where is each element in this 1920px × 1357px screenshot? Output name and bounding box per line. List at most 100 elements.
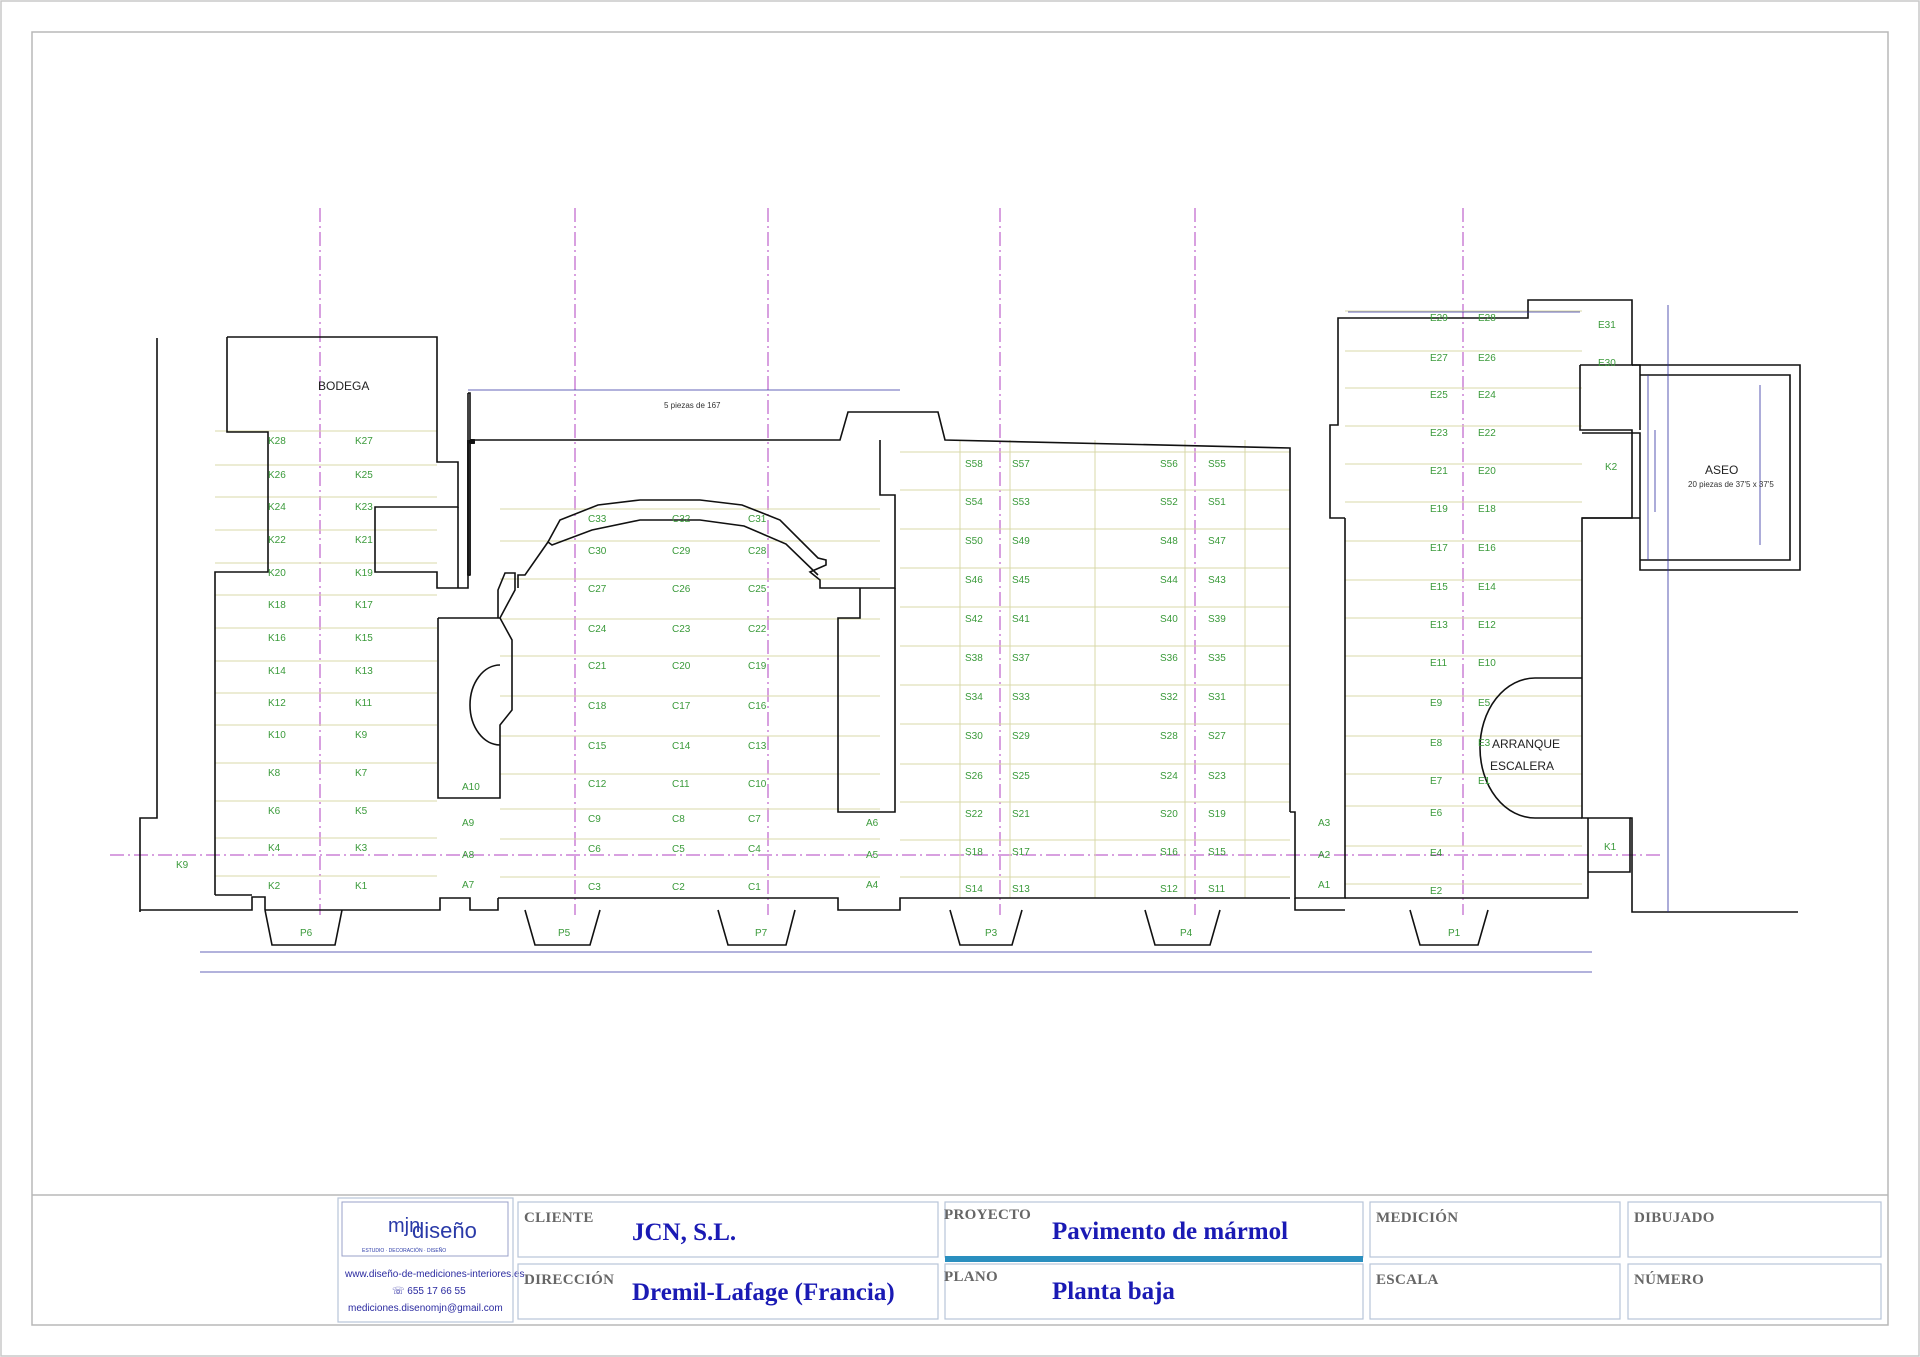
tile-label-c: C16 <box>748 701 767 712</box>
tile-label-c: C22 <box>748 624 767 635</box>
tile-label-a: A5 <box>866 850 879 861</box>
tile-label-c: C31 <box>748 514 767 525</box>
logo-mark: mjn <box>388 1215 420 1237</box>
tile-label-c: C12 <box>588 779 607 790</box>
tile-label-e: E21 <box>1430 466 1448 477</box>
tile-label-c: C29 <box>672 546 691 557</box>
proyecto-value: Pavimento de mármol <box>1052 1218 1288 1245</box>
tile-label-s: S39 <box>1208 614 1226 625</box>
tile-label-s: S21 <box>1012 809 1030 820</box>
tile-label-s: S41 <box>1012 614 1030 625</box>
tile-label-c: C30 <box>588 546 607 557</box>
tile-label-e: E19 <box>1430 504 1448 515</box>
tile-label-k: K24 <box>268 502 286 513</box>
plano-label: PLANO <box>944 1269 998 1285</box>
plano-value: Planta baja <box>1052 1278 1175 1305</box>
tile-label-k: K27 <box>355 436 373 447</box>
room-label-bodega: BODEGA <box>318 379 369 393</box>
tile-label-s: S13 <box>1012 884 1030 895</box>
tile-label-c: C10 <box>748 779 767 790</box>
tile-label-e: E31 <box>1598 320 1616 331</box>
tile-label-e: E30 <box>1598 358 1616 369</box>
tile-label-s: S54 <box>965 497 983 508</box>
proyecto-label: PROYECTO <box>944 1207 1031 1223</box>
walls <box>139 299 1801 946</box>
tile-label-s: S58 <box>965 459 983 470</box>
logo-tagline: ESTUDIO · DECORACIÓN · DISEÑO <box>362 1247 446 1254</box>
tile-label-k: K19 <box>355 568 373 579</box>
tile-label-e: E20 <box>1478 466 1496 477</box>
tile-label-e: E13 <box>1430 620 1448 631</box>
room-labels: BODEGA ASEO 20 piezas de 37'5 x 37'5 ARR… <box>318 379 1774 773</box>
tile-label-s: S23 <box>1208 771 1226 782</box>
dimension-lines <box>200 305 1761 973</box>
tile-label-e: E17 <box>1430 543 1448 554</box>
dimension-note-top: 5 piezas de 167 <box>664 401 721 410</box>
tile-label-s: S46 <box>965 575 983 586</box>
tile-label-s: S52 <box>1160 497 1178 508</box>
tile-label-c: C7 <box>748 814 761 825</box>
tile-label-k: K21 <box>355 535 373 546</box>
tile-label-s: S30 <box>965 731 983 742</box>
tile-label-s: S20 <box>1160 809 1178 820</box>
tile-label-c: C8 <box>672 814 685 825</box>
tile-label-e: E10 <box>1478 658 1496 669</box>
tile-label-c: C18 <box>588 701 607 712</box>
tile-label-e: E22 <box>1478 428 1496 439</box>
tile-label-a: A6 <box>866 818 879 829</box>
tile-label-k: K26 <box>268 470 286 481</box>
tile-label-e: E2 <box>1430 886 1443 897</box>
tile-label-e: E23 <box>1430 428 1448 439</box>
tile-label-s: S40 <box>1160 614 1178 625</box>
escala-label: ESCALA <box>1376 1272 1439 1288</box>
tile-label-e: E29 <box>1430 313 1448 324</box>
tile-label-k: K2 <box>268 881 281 892</box>
room-label-escalera: ESCALERA <box>1490 759 1554 773</box>
tile-label-k: K25 <box>355 470 373 481</box>
tile-label-k: K9 <box>355 730 368 741</box>
tile-label-s: S51 <box>1208 497 1226 508</box>
tile-label-e: E16 <box>1478 543 1496 554</box>
tile-label-s: S43 <box>1208 575 1226 586</box>
axis-lines <box>110 208 1660 915</box>
tile-label-s: S17 <box>1012 847 1030 858</box>
tile-label-c: C2 <box>672 882 685 893</box>
tile-label-c: C23 <box>672 624 691 635</box>
logo-phone: ☏ 655 17 66 55 <box>392 1286 466 1297</box>
tile-label-s: S12 <box>1160 884 1178 895</box>
tile-label-c: C9 <box>588 814 601 825</box>
room-note-aseo: 20 piezas de 37'5 x 37'5 <box>1688 480 1774 489</box>
tile-label-k: K23 <box>355 502 373 513</box>
tile-label-s: S29 <box>1012 731 1030 742</box>
tile-label-k: K10 <box>268 730 286 741</box>
tile-label-c: C13 <box>748 741 767 752</box>
tile-label-s: S42 <box>965 614 983 625</box>
inner-border <box>31 31 1889 1326</box>
tile-label-s: S50 <box>965 536 983 547</box>
tile-label-c: C25 <box>748 584 767 595</box>
tile-label-k: K14 <box>268 666 286 677</box>
tile-label-a: A3 <box>1318 818 1331 829</box>
tile-label-a: A2 <box>1318 850 1331 861</box>
tile-label-c: C19 <box>748 661 767 672</box>
cliente-label: CLIENTE <box>524 1210 594 1226</box>
cliente-value: JCN, S.L. <box>632 1219 736 1246</box>
room-label-arranque: ARRANQUE <box>1492 737 1560 751</box>
tile-label-s: S22 <box>965 809 983 820</box>
logo-web: www.diseño-de-mediciones-interiores.es <box>344 1269 525 1280</box>
tile-label-e: E11 <box>1430 658 1447 669</box>
logo-email: mediciones.disenomjn@gmail.com <box>348 1303 503 1314</box>
tile-label-e: E12 <box>1478 620 1496 631</box>
tile-label-s: S55 <box>1208 459 1226 470</box>
title-block <box>337 1197 1882 1323</box>
tile-label-s: S11 <box>1208 884 1225 895</box>
tile-label-c: C5 <box>672 844 685 855</box>
room-label-aseo: ASEO <box>1705 463 1738 477</box>
tile-label-k: K7 <box>355 768 368 779</box>
tile-label-s: S14 <box>965 884 983 895</box>
tile-label-s: S38 <box>965 653 983 664</box>
tile-label-c: C26 <box>672 584 691 595</box>
tile-label-c: C33 <box>588 514 607 525</box>
